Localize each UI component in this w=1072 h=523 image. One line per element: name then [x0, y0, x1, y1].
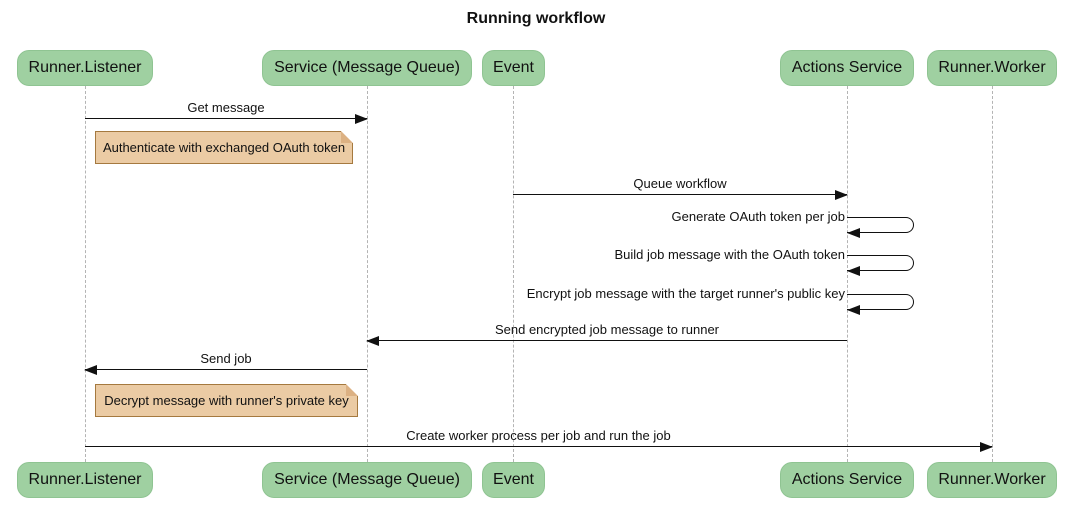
note-text: Authenticate with exchanged OAuth token — [102, 140, 346, 155]
participant-top-runner-worker: Runner.Worker — [927, 50, 1057, 86]
message-label: Get message — [187, 100, 265, 115]
message-queue-workflow: Queue workflow — [513, 176, 848, 200]
message-send-encrypted-job: Send encrypted job message to runner — [366, 322, 847, 346]
message-arrow — [85, 114, 368, 124]
self-message-encrypt-job-message-loop — [847, 294, 914, 310]
participant-top-actions-service: Actions Service — [780, 50, 914, 86]
note-decrypt: Decrypt message with runner's private ke… — [95, 384, 358, 417]
message-arrow — [513, 190, 848, 200]
self-message-arrowhead — [847, 266, 860, 276]
message-create-worker-process: Create worker process per job and run th… — [85, 428, 993, 452]
message-label: Create worker process per job and run th… — [406, 428, 671, 443]
self-message-generate-oauth-token-loop — [847, 217, 914, 233]
message-label: Queue workflow — [633, 176, 727, 191]
message-arrow — [366, 336, 847, 346]
participant-bottom-actions-service: Actions Service — [780, 462, 914, 498]
self-message-arrowhead — [847, 305, 860, 315]
self-message-build-job-message-label: Build job message with the OAuth token — [614, 247, 845, 262]
participant-top-service-message-queue: Service (Message Queue) — [262, 50, 472, 86]
self-message-encrypt-job-message-label: Encrypt job message with the target runn… — [526, 286, 845, 301]
self-message-build-job-message-loop — [847, 255, 914, 271]
note-text: Decrypt message with runner's private ke… — [104, 393, 349, 408]
note-authenticate: Authenticate with exchanged OAuth token — [95, 131, 353, 164]
lifeline-runner-listener — [85, 86, 86, 462]
message-get-message: Get message — [85, 100, 368, 124]
diagram-title: Running workflow — [466, 10, 606, 27]
lifeline-event — [513, 86, 514, 462]
participant-bottom-runner-worker: Runner.Worker — [927, 462, 1057, 498]
participant-top-event: Event — [482, 50, 545, 86]
message-send-job: Send job — [84, 351, 367, 375]
participant-top-runner-listener: Runner.Listener — [17, 50, 153, 86]
participant-bottom-event: Event — [482, 462, 545, 498]
message-label: Send encrypted job message to runner — [494, 322, 720, 337]
participant-bottom-runner-listener: Runner.Listener — [17, 462, 153, 498]
lifeline-runner-worker — [992, 86, 993, 462]
message-arrow — [84, 365, 367, 375]
message-arrow — [85, 442, 993, 452]
participant-bottom-service-message-queue: Service (Message Queue) — [262, 462, 472, 498]
lifeline-service-message-queue — [367, 86, 368, 462]
message-label: Send job — [200, 351, 252, 366]
self-message-arrowhead — [847, 228, 860, 238]
self-message-generate-oauth-token-label: Generate OAuth token per job — [671, 209, 845, 224]
